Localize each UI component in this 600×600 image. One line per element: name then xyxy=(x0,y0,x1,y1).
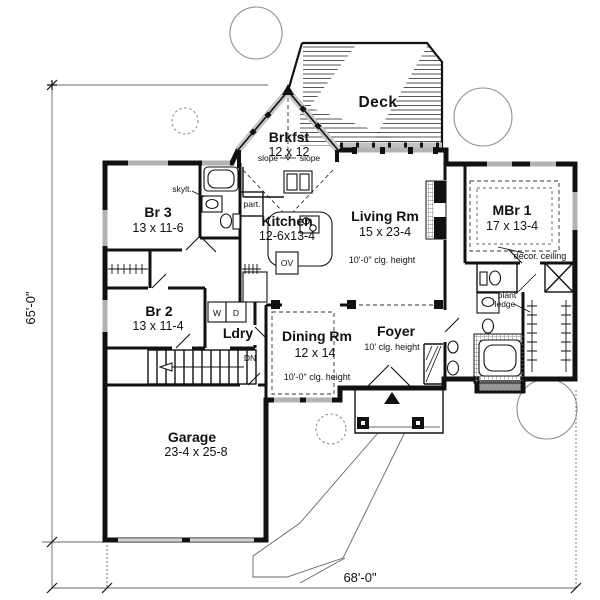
room-label-garage: Garage xyxy=(168,429,216,445)
sink xyxy=(205,198,219,210)
sink xyxy=(447,340,459,354)
closets xyxy=(108,264,148,274)
room-label-brkfst: Brkfst xyxy=(269,129,310,145)
walkway xyxy=(252,433,405,584)
doors xyxy=(151,235,523,387)
toilet-tank xyxy=(232,213,241,230)
walkin-rods xyxy=(527,300,571,372)
toilet xyxy=(219,213,233,229)
room-label-foyer: Foyer xyxy=(377,323,416,339)
tree-icon xyxy=(315,413,347,445)
porch xyxy=(354,387,444,434)
toilet xyxy=(446,360,460,376)
sink xyxy=(481,296,495,308)
pantry xyxy=(239,191,264,217)
slope-label-right: slope xyxy=(300,153,321,163)
room-size-br3: 13 x 11-6 xyxy=(132,221,183,235)
toilet xyxy=(481,318,495,334)
toilet xyxy=(488,270,502,286)
room-size-brkfst: 12 x 12 xyxy=(268,145,309,159)
room-label-dining: Dining Rm xyxy=(282,328,352,344)
kitchen-fixtures xyxy=(239,167,333,303)
oven xyxy=(275,251,299,275)
labels: Deck Brkfst 12 x 12 slope slope Kitchen … xyxy=(23,94,566,585)
room-label-br2: Br 2 xyxy=(145,303,172,319)
dryer-label: D xyxy=(233,308,239,318)
foyer-closet xyxy=(423,343,443,385)
entry-marker xyxy=(384,392,400,404)
room-label-ldry: Ldry xyxy=(223,325,254,341)
plant-ledge-label-1: plant xyxy=(498,290,517,300)
trees xyxy=(171,6,578,445)
deck-door-posts xyxy=(352,147,438,154)
room-size-mbr: 17 x 13-4 xyxy=(486,219,538,233)
room-label-living: Living Rm xyxy=(351,208,419,224)
ceiling-note-dining: 10'-0" clg. height xyxy=(284,372,351,382)
interior-walls xyxy=(105,150,575,400)
dining-ceiling-break xyxy=(271,311,335,395)
tree-icon xyxy=(229,6,283,60)
ceiling-note-mbr: decor. ceiling xyxy=(514,251,567,261)
ceiling-note-living: 10'-0" clg. height xyxy=(349,255,416,265)
room-size-garage: 23-4 x 25-8 xyxy=(164,445,227,459)
room-label-br3: Br 3 xyxy=(144,204,171,220)
room-size-dining: 12 x 14 xyxy=(294,346,335,360)
fireplace xyxy=(425,180,447,240)
dimension-ticks xyxy=(46,79,582,594)
oven-label: OV xyxy=(281,258,294,268)
ceiling-note-foyer: 10' clg. height xyxy=(364,342,420,352)
laundry xyxy=(207,301,247,323)
master-suite xyxy=(423,180,574,385)
room-size-living: 15 x 23-4 xyxy=(359,225,411,239)
dryer xyxy=(225,301,247,323)
toilet-tank xyxy=(479,271,488,286)
washer-label: W xyxy=(213,308,221,318)
refrigerator xyxy=(242,271,268,303)
pantry-label: part. xyxy=(243,199,260,209)
exterior-walls xyxy=(102,87,578,543)
skylight-label: skylt. xyxy=(172,184,191,194)
plant-ledge-label-2: ledge xyxy=(495,299,516,309)
room-label-deck: Deck xyxy=(358,94,397,111)
room-size-br2: 13 x 11-4 xyxy=(132,319,183,333)
dimension-lines xyxy=(42,79,582,594)
leader-lines xyxy=(191,154,537,313)
columns xyxy=(271,300,443,309)
stairs xyxy=(147,349,257,385)
room-size-kitchen: 12-6x13-4 xyxy=(259,229,315,243)
room-label-mbr: MBr 1 xyxy=(493,202,532,218)
stairs-down-label: DN xyxy=(244,353,256,363)
tree-icon xyxy=(516,378,578,440)
dimension-bottom: 68'-0" xyxy=(343,570,377,585)
tree-icon xyxy=(453,87,513,147)
room-label-kitchen: Kitchen xyxy=(261,213,312,229)
windows xyxy=(102,147,578,542)
hall-bath xyxy=(201,166,241,230)
shelf-closet xyxy=(544,262,574,293)
closet-rod xyxy=(242,264,261,274)
dimension-left: 65'-0" xyxy=(23,291,38,325)
tree-icon xyxy=(171,107,199,135)
slope-label-left: slope xyxy=(258,153,279,163)
